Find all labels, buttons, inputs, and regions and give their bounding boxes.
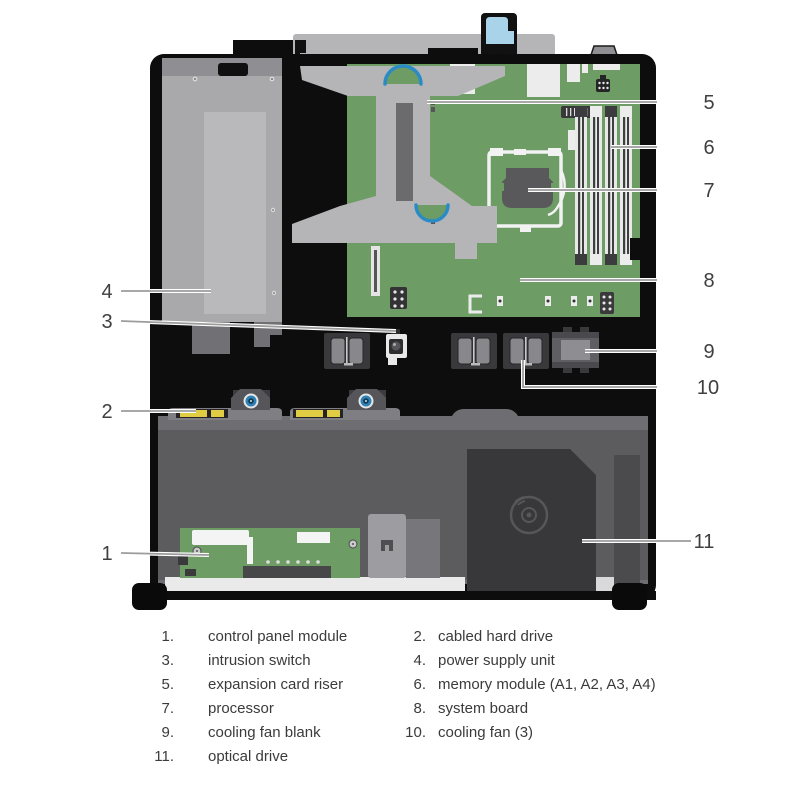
legend-item-label: cooling fan (3)	[438, 723, 534, 741]
legend-item-number: 4.	[413, 651, 426, 669]
legend-item-label: optical drive	[208, 747, 289, 765]
socket-lever	[547, 169, 566, 217]
callout-number-10: 10	[697, 377, 719, 399]
board-edge-notch	[630, 238, 642, 260]
legend-item-number: 11.	[154, 747, 174, 765]
disc-icon	[509, 495, 549, 535]
legend-item: 2. cabled hard drive	[400, 624, 730, 648]
legend-item: 1. control panel module	[148, 624, 398, 648]
chassis-foot-left	[132, 583, 167, 610]
legend-item-label: control panel module	[208, 627, 348, 645]
cooling-fans	[324, 327, 599, 373]
callout-number-8: 8	[703, 270, 714, 292]
riser-latch-top	[383, 64, 423, 86]
callout-lines	[120, 101, 691, 556]
legend-item-number: 3.	[161, 651, 174, 669]
drive-connector-yellow	[180, 410, 224, 417]
processor	[502, 168, 553, 208]
psu-screws	[192, 76, 277, 296]
memory-modules	[575, 106, 632, 265]
callout-number-4: 4	[101, 281, 112, 303]
legend-item-number: 7.	[161, 699, 174, 717]
riser-latch-bottom	[414, 203, 450, 223]
expansion-card-riser	[292, 64, 505, 259]
callout-number-6: 6	[703, 137, 714, 159]
hard-drive	[290, 389, 400, 420]
front-bezel-bar	[150, 591, 656, 600]
legend-item: 9. cooling fan blank	[148, 720, 398, 744]
cooling-fan	[451, 333, 497, 369]
callout-number-1: 1	[101, 543, 112, 565]
cooling-fan	[324, 333, 370, 369]
hard-drives	[168, 389, 400, 420]
callout-line-1	[120, 552, 210, 556]
callout-number-11: 11	[694, 531, 715, 553]
power-supply-unit	[162, 58, 282, 354]
memory-slot	[620, 106, 632, 265]
legend-item-number: 1.	[161, 627, 174, 645]
callout-number-3: 3	[101, 311, 112, 333]
psu-handle	[218, 63, 248, 76]
riser-card-slot	[396, 103, 413, 201]
cooling-fan	[503, 333, 549, 369]
jumper-block	[596, 75, 610, 92]
legend-column-1: 1. control panel module 3. intrusion swi…	[148, 624, 398, 768]
legend-column-2: 2. cabled hard drive 4. power supply uni…	[400, 624, 730, 744]
front-panel-strip	[165, 577, 465, 592]
legend-item-number: 5.	[161, 675, 174, 693]
callout-line-10	[522, 360, 657, 388]
legend-item-number: 10.	[405, 723, 426, 741]
legend-item: 6. memory module (A1, A2, A3, A4)	[400, 672, 730, 696]
legend-item-number: 2.	[413, 627, 426, 645]
cooling-fan-blank	[552, 327, 599, 373]
legend-item-label: system board	[438, 699, 529, 717]
hard-drive	[168, 389, 282, 420]
legend-item-label: power supply unit	[438, 651, 555, 669]
legend-item: 4. power supply unit	[400, 648, 730, 672]
optical-drive	[467, 449, 640, 592]
legend-item-number: 9.	[161, 723, 174, 741]
callout-number-5: 5	[703, 92, 714, 114]
callout-line-3	[120, 320, 397, 332]
chassis-foot-right	[612, 583, 647, 610]
memory-slot	[590, 106, 602, 265]
psu-label	[204, 112, 266, 314]
release-latch	[481, 13, 517, 59]
legend-item-label: intrusion switch	[208, 651, 311, 669]
drive-connector-yellow	[296, 410, 340, 417]
legend-item-number: 8.	[413, 699, 426, 717]
callout-numbers: 1 2 3 4 5 6 7 8 9 10 11	[101, 92, 719, 565]
psu-cable-block	[192, 322, 230, 354]
board-small-components	[371, 246, 614, 314]
chassis-top-tab	[233, 40, 297, 58]
legend-item: 5. expansion card riser	[148, 672, 398, 696]
callout-number-9: 9	[703, 341, 714, 363]
legend-item: 10. cooling fan (3)	[400, 720, 730, 744]
memory-slot	[605, 106, 617, 265]
memory-slot	[575, 106, 587, 265]
control-panel-module	[178, 528, 360, 578]
legend-item: 3. intrusion switch	[148, 648, 398, 672]
callout-number-2: 2	[101, 401, 112, 423]
riser-slot-bracket	[428, 48, 478, 58]
callout-number-7: 7	[703, 180, 714, 202]
legend-item: 7. processor	[148, 696, 398, 720]
legend-item-label: memory module (A1, A2, A3, A4)	[438, 675, 656, 693]
legend-item-label: cabled hard drive	[438, 627, 554, 645]
drive-cage-bracket	[368, 514, 440, 578]
legend-item-label: processor	[208, 699, 274, 717]
legend-item-number: 6.	[413, 675, 426, 693]
legend-item-label: cooling fan blank	[208, 723, 321, 741]
legend-item: 8. system board	[400, 696, 730, 720]
legend-item: 11. optical drive	[148, 744, 398, 768]
legend-item-label: expansion card riser	[208, 675, 344, 693]
